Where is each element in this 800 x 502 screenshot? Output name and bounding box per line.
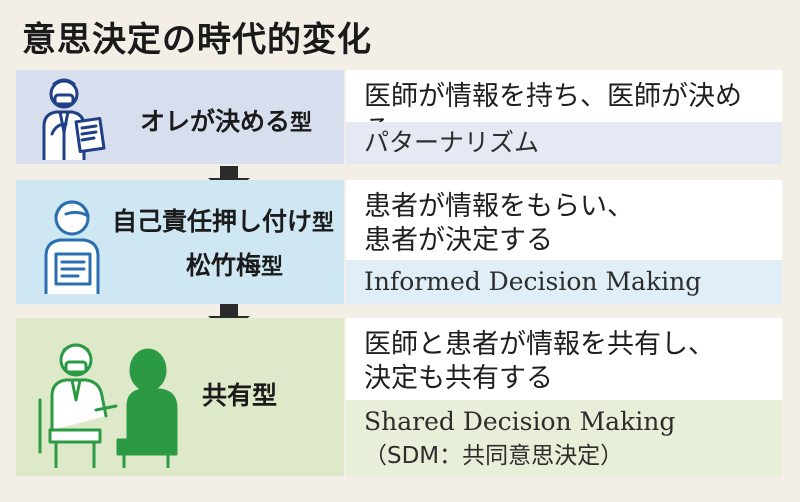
page-title: 意思決定の時代的変化 xyxy=(22,20,372,60)
row-term: Shared Decision Making （SDM：共同意思決定） xyxy=(346,400,782,476)
doctor-icon xyxy=(42,78,106,160)
row-description: 患者が情報をもらい、 患者が決定する xyxy=(346,180,782,260)
row-label-panel: オレが決める型 xyxy=(16,70,344,164)
row-term: Informed Decision Making xyxy=(346,260,782,304)
row-label: 自己責任押し付け型 xyxy=(112,207,335,236)
row-label: オレが決める型 xyxy=(140,107,313,136)
patient-icon xyxy=(44,200,100,294)
row-label: 共有型 xyxy=(202,381,278,410)
row-content: 医師と患者が情報を共有し、 決定も共有する Shared Decision Ma… xyxy=(346,318,782,476)
row-shared-decision: 共有型 医師と患者が情報を共有し、 決定も共有する Shared Decisio… xyxy=(16,318,782,476)
row-label-secondary: 松竹梅型 xyxy=(186,251,284,280)
row-description: 医師が情報を持ち、医師が決める xyxy=(346,70,782,146)
row-label-panel: 共有型 xyxy=(16,318,344,476)
row-content: 医師が情報を持ち、医師が決める パターナリズム xyxy=(346,70,782,164)
row-term: パターナリズム xyxy=(346,122,782,164)
row-content: 患者が情報をもらい、 患者が決定する Informed Decision Mak… xyxy=(346,180,782,304)
row-description: 医師と患者が情報を共有し、 決定も共有する xyxy=(346,318,782,400)
doctor-patient-icon xyxy=(38,343,178,468)
row-label-panel: 自己責任押し付け型 松竹梅型 xyxy=(16,180,344,304)
row-paternalism: オレが決める型 医師が情報を持ち、医師が決める パターナリズム xyxy=(16,70,782,164)
row-informed-decision: 自己責任押し付け型 松竹梅型 患者が情報をもらい、 患者が決定する Inform… xyxy=(16,180,782,304)
